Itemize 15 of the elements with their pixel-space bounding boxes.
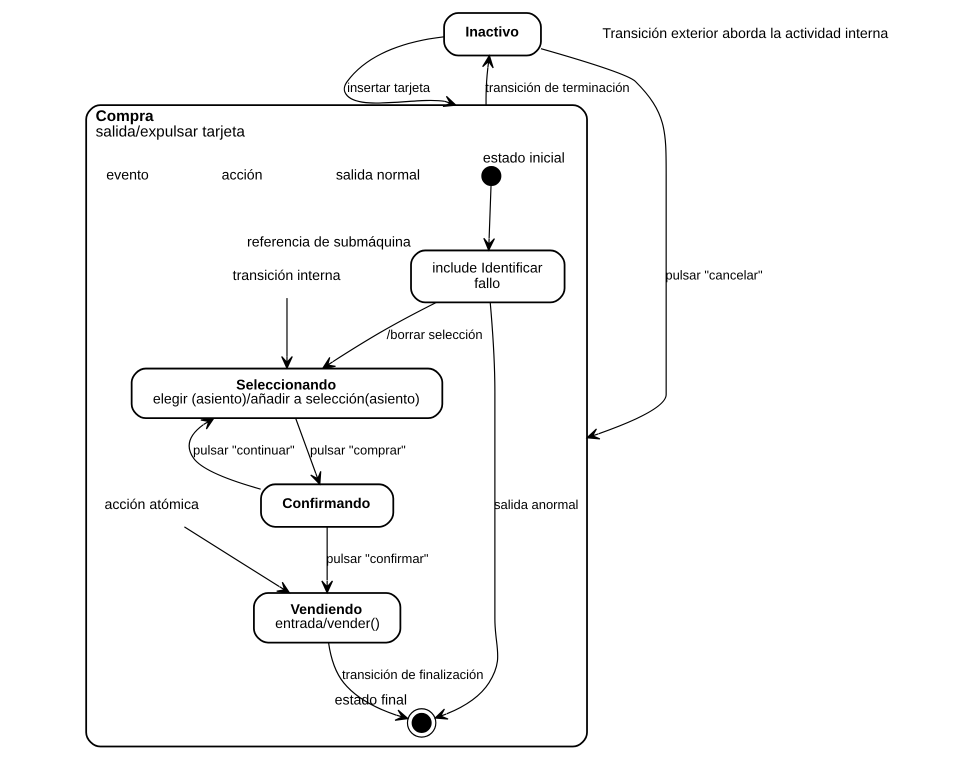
edge-label: /borrar selección [386, 326, 483, 342]
label: acción [222, 168, 263, 184]
node-label: referencia de submáquina [247, 234, 411, 250]
edge-label: insertar tarjeta [347, 80, 430, 95]
node-text: transición interna [232, 268, 340, 284]
node-text: acción atómica [104, 497, 199, 514]
node-label: estado inicial [482, 150, 565, 167]
label: salida normal [336, 168, 420, 184]
edge-label: pulsar "continuar" [193, 442, 295, 458]
edge-label: pulsar "comprar" [310, 442, 406, 458]
edge-label: pulsar "cancelar" [665, 268, 763, 283]
label: Transición exterior aborda la actividad interna [602, 26, 888, 42]
edge-label: transición de finalización [342, 666, 484, 682]
label: evento [106, 168, 149, 184]
edge-label: pulsar "confirmar" [326, 551, 429, 566]
